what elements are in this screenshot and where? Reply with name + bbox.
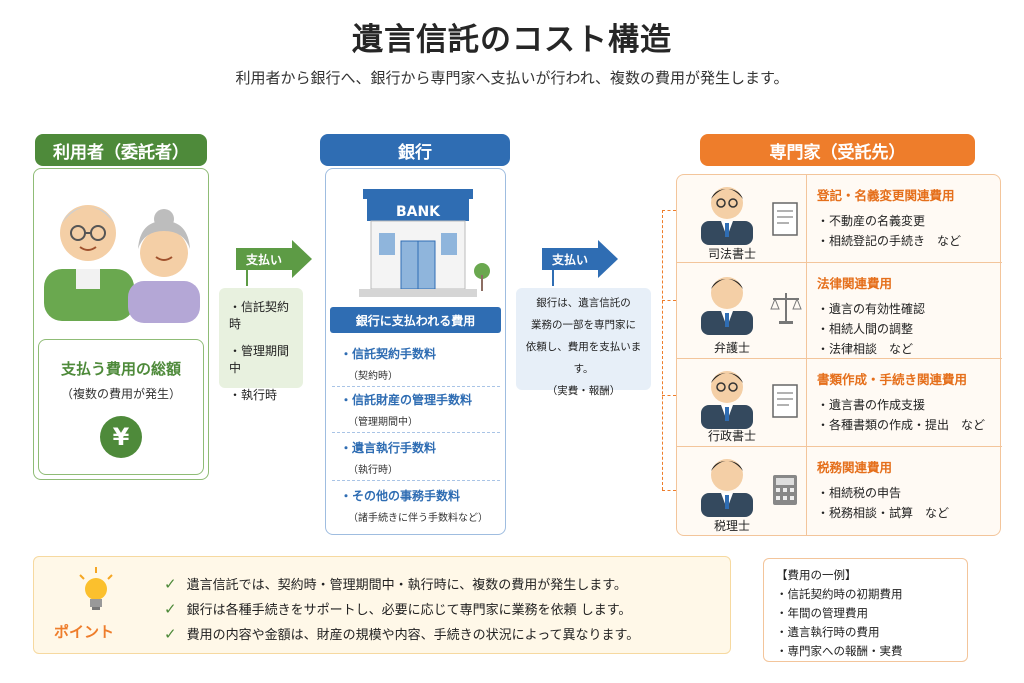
point-label: ポイント	[54, 623, 115, 641]
total-cost-title: 支払う費用の総額	[60, 360, 181, 378]
expert-category: 法律関連費用	[817, 276, 893, 291]
expert-task-list: ・遺言書の作成支援 ・各種書類の作成・提出 など	[817, 395, 985, 435]
timing-item: ・信託契約時	[229, 300, 290, 331]
point-item: ✓銀行は各種手続きをサポートし、必要に応じて専門家に業務を依頼 します。	[164, 599, 632, 619]
point-list: ✓遺言信託では、契約時・管理期間中・執行時に、複数の費用が発生します。 ✓銀行は…	[164, 571, 639, 646]
connector-line	[662, 210, 663, 490]
bank-header: 銀行	[320, 134, 510, 166]
cost-example-item: ・専門家への報酬・実費	[776, 644, 903, 658]
lightbulb-icon	[79, 567, 113, 610]
bank-fees-header: 銀行に支払われる費用	[330, 307, 501, 333]
point-item: ✓遺言信託では、契約時・管理期間中・執行時に、複数の費用が発生します。	[164, 574, 627, 594]
bank-fee-timing: （執行時）	[348, 465, 398, 476]
check-icon: ✓	[164, 574, 177, 593]
expert-row: 司法書士 登記・名義変更関連費用 ・不動産の名義変更 ・相続登記の手続き など	[677, 175, 1002, 263]
expert-task: ・不動産の名義変更	[817, 214, 926, 228]
cost-example-title: 【費用の一例】	[776, 568, 857, 582]
person-icon	[701, 187, 753, 245]
bank-sign-text: BANK	[396, 204, 441, 220]
bank-description-line: 業務の一部を専門家に	[531, 319, 636, 331]
bank-fee-name: ・信託契約手数料	[340, 347, 437, 361]
bank-fee-name: ・信託財産の管理手数料	[340, 393, 473, 407]
payment-timing-list: ・信託契約時 ・管理期間中 ・執行時	[219, 288, 303, 402]
cost-example-item: ・信託契約時の初期費用	[776, 587, 903, 601]
expert-row: 行政書士 書類作成・手続き関連費用 ・遺言書の作成支援 ・各種書類の作成・提出 …	[677, 359, 1002, 447]
bank-fee-item: ・その他の事務手数料 （諸手続きに伴う手数料など）	[332, 487, 500, 529]
user-header: 利用者（委託者）	[35, 134, 207, 166]
payment-arrow-bank-to-expert: 支払い	[542, 240, 622, 290]
user-panel: 支払う費用の総額 （複数の費用が発生） ¥	[33, 168, 209, 480]
bank-fee-item: ・遺言執行手数料 （執行時）	[332, 439, 500, 481]
payment-arrow-label: 支払い	[236, 248, 292, 270]
calculator-icon	[773, 475, 797, 505]
bank-fee-name: ・その他の事務手数料	[340, 489, 461, 503]
expert-task: ・相続人間の調整	[817, 322, 914, 336]
expert-task: ・法律相談 など	[817, 342, 914, 356]
expert-task-list: ・不動産の名義変更 ・相続登記の手続き など	[817, 211, 961, 251]
cost-example-item: ・年間の管理費用	[776, 606, 868, 620]
point-box: ポイント ✓遺言信託では、契約時・管理期間中・執行時に、複数の費用が発生します。…	[33, 556, 731, 654]
expert-task: ・遺言の有効性確認	[817, 302, 926, 316]
expert-row: 税理士 税務関連費用 ・相続税の申告 ・税務相談・試算 など	[677, 447, 1002, 535]
expert-category: 登記・名義変更関連費用	[817, 188, 955, 203]
expert-panel: 司法書士 登記・名義変更関連費用 ・不動産の名義変更 ・相続登記の手続き など …	[676, 174, 1002, 536]
timing-item: ・執行時	[229, 388, 278, 402]
timing-item: ・管理期間中	[229, 344, 290, 375]
bank-fee-timing: （管理期間中）	[348, 417, 418, 428]
expert-task-list: ・相続税の申告 ・税務相談・試算 など	[817, 483, 949, 523]
bank-fee-item: ・信託契約手数料 （契約時）	[332, 345, 500, 387]
expert-task: ・遺言書の作成支援	[817, 398, 926, 412]
bank-description: 銀行は、遺言信託の 業務の一部を専門家に 依頼し、費用を支払います。 （実費・報…	[516, 288, 651, 397]
expert-name: 行政書士	[707, 429, 756, 443]
bank-building-illustration: BANK	[359, 189, 490, 297]
yen-icon: ¥	[100, 416, 142, 458]
elderly-couple-illustration	[44, 205, 200, 323]
page-title: 遺言信託のコスト構造	[352, 22, 672, 58]
arrow-head-icon	[292, 240, 312, 278]
expert-category: 書類作成・手続き関連費用	[817, 372, 968, 387]
page-subtitle: 利用者から銀行へ、銀行から専門家へ支払いが行われ、複数の費用が発生します。	[235, 69, 789, 87]
bank-description-line: 銀行は、遺言信託の	[536, 297, 631, 309]
cost-example-list: ・信託契約時の初期費用 ・年間の管理費用 ・遺言執行時の費用 ・専門家への報酬・…	[776, 585, 967, 661]
expert-name: 税理士	[713, 519, 750, 533]
payment-arrow-label: 支払い	[542, 248, 598, 270]
arrow-head-icon	[598, 240, 618, 278]
bank-fee-timing: （諸手続きに伴う手数料など）	[348, 513, 488, 524]
person-icon	[701, 459, 753, 517]
expert-task: ・相続税の申告	[817, 486, 902, 500]
cost-example-item: ・遺言執行時の費用	[776, 625, 880, 639]
check-icon: ✓	[164, 599, 177, 618]
expert-name: 司法書士	[707, 247, 756, 261]
expert-name: 弁護士	[713, 341, 750, 355]
expert-task-list: ・遺言の有効性確認 ・相続人間の調整 ・法律相談 など	[817, 299, 925, 359]
expert-row: 弁護士 法律関連費用 ・遺言の有効性確認 ・相続人間の調整 ・法律相談 など	[677, 263, 1002, 359]
payment-arrow-user-to-bank: 支払い	[236, 240, 316, 290]
expert-header: 専門家（受託先）	[700, 134, 975, 166]
check-icon: ✓	[164, 624, 177, 643]
person-icon	[701, 277, 753, 335]
expert-category: 税務関連費用	[817, 460, 893, 475]
bank-description-line: （実費・報酬）	[546, 385, 621, 397]
point-item: ✓費用の内容や金額は、財産の規模や内容、手続きの状況によって異なります。	[164, 624, 640, 644]
expert-task: ・税務相談・試算 など	[817, 506, 950, 520]
bank-fee-name: ・遺言執行手数料	[340, 441, 437, 455]
person-icon	[701, 371, 753, 429]
bank-description-line: 依頼し、費用を支払います。	[525, 341, 642, 375]
expert-task: ・相続登記の手続き など	[817, 234, 962, 248]
document-icon	[772, 202, 798, 236]
bank-fee-timing: （契約時）	[348, 371, 398, 382]
total-cost-note: （複数の費用が発生）	[60, 387, 181, 401]
cost-example-box: 【費用の一例】 ・信託契約時の初期費用 ・年間の管理費用 ・遺言執行時の費用 ・…	[763, 558, 968, 662]
total-cost-box: 支払う費用の総額 （複数の費用が発生） ¥	[38, 339, 204, 475]
expert-task: ・各種書類の作成・提出 など	[817, 418, 986, 432]
bank-panel: BANK 銀行に支払われる費用 ・信託契約手数料 （契約時） ・信託財産の管理手…	[325, 168, 506, 535]
bank-fee-item: ・信託財産の管理手数料 （管理期間中）	[332, 391, 500, 433]
scales-icon	[770, 293, 802, 324]
document-icon	[772, 384, 798, 418]
